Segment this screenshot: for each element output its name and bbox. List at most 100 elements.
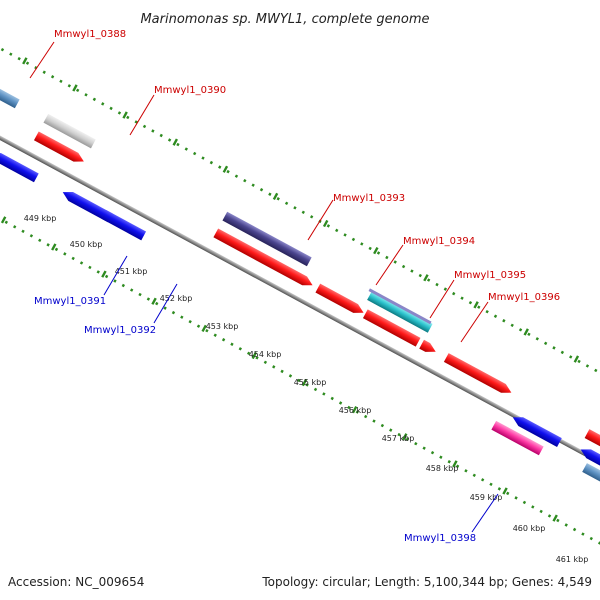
tick-dot xyxy=(313,387,318,392)
tick-dot xyxy=(234,174,239,178)
tick-dot xyxy=(167,138,172,142)
tick-dot xyxy=(138,292,142,297)
tick-dot xyxy=(109,106,113,111)
tick-dot xyxy=(326,224,331,228)
gene-feature[interactable] xyxy=(491,420,544,456)
tick-dot xyxy=(418,273,422,278)
gene-feature[interactable] xyxy=(362,309,421,347)
leader-line xyxy=(153,283,178,324)
gene-feature[interactable] xyxy=(584,429,600,459)
tick-dot xyxy=(518,328,523,332)
kbp-label: 454 kbp xyxy=(249,350,282,359)
tick-dot xyxy=(67,84,71,88)
tick-dot xyxy=(251,183,255,187)
gene-feature[interactable] xyxy=(0,149,39,183)
tick-dot xyxy=(322,392,326,396)
tick-dot xyxy=(29,234,34,238)
gene-feature[interactable] xyxy=(578,445,600,484)
gene-features xyxy=(0,75,600,496)
tick-dot xyxy=(184,147,188,151)
gene-feature-mmwyl1-0394[interactable] xyxy=(213,228,315,289)
major-tick xyxy=(51,243,57,251)
gene-label-mmwyl1-0398[interactable]: Mmwyl1_0398 xyxy=(404,533,476,544)
genome-track xyxy=(0,47,600,545)
gene-feature-mmwyl1-0392[interactable] xyxy=(94,206,147,241)
kbp-label: 456 kbp xyxy=(339,406,372,415)
tick-dot xyxy=(104,274,109,279)
tick-dot xyxy=(547,514,552,518)
tick-dot xyxy=(535,337,539,341)
gene-labels: Mmwyl1_0388 Mmwyl1_0390 Mmwyl1_0393 Mmwy… xyxy=(29,29,560,544)
gene-feature-mmwyl1-0395[interactable] xyxy=(367,291,433,333)
tick-dot xyxy=(192,151,197,156)
tick-dot xyxy=(372,419,376,423)
tick-dot xyxy=(209,160,214,165)
gene-label-mmwyl1-0392[interactable]: Mmwyl1_0392 xyxy=(84,325,156,336)
gene-feature[interactable] xyxy=(33,131,86,165)
gene-feature[interactable] xyxy=(0,75,20,109)
gene-feature-mmwyl1-0396[interactable] xyxy=(368,288,432,325)
tick-dot xyxy=(188,319,192,324)
tick-dot xyxy=(447,460,451,464)
gene-feature[interactable] xyxy=(419,339,438,356)
tick-dot xyxy=(25,61,30,65)
tick-dot xyxy=(430,450,435,455)
gene-feature[interactable] xyxy=(582,463,600,496)
tick-dot xyxy=(0,47,5,52)
kbp-label: 449 kbp xyxy=(24,214,57,223)
gene-feature-mmwyl1-0390[interactable] xyxy=(43,113,96,149)
genome-summary-text: Topology: circular; Length: 5,100,344 bp… xyxy=(261,575,592,589)
tick-dot xyxy=(272,365,276,369)
gene-feature-mmwyl1-0393[interactable] xyxy=(222,211,312,267)
tick-dot xyxy=(343,233,347,237)
tick-dot xyxy=(564,523,568,527)
tick-dot xyxy=(527,332,531,337)
tick-dot xyxy=(472,473,476,478)
tick-dot xyxy=(443,287,448,291)
major-tick xyxy=(172,138,178,146)
tick-dot xyxy=(246,351,251,356)
tick-dot xyxy=(176,142,180,147)
gene-label-mmwyl1-0396[interactable]: Mmwyl1_0396 xyxy=(488,292,560,303)
tick-dot xyxy=(572,527,577,532)
tick-dot xyxy=(552,346,556,350)
tick-dot xyxy=(159,133,163,138)
gene-label-mmwyl1-0388[interactable]: Mmwyl1_0388 xyxy=(54,29,126,40)
major-tick xyxy=(402,433,408,441)
tick-dot xyxy=(435,282,439,287)
gene-feature[interactable] xyxy=(315,283,365,318)
tick-dot xyxy=(293,206,297,210)
tick-dot xyxy=(452,291,456,296)
major-tick xyxy=(101,270,107,278)
tick-dot xyxy=(347,405,351,410)
tick-dot xyxy=(401,264,406,269)
tick-dot xyxy=(389,428,393,432)
gene-label-mmwyl1-0391[interactable]: Mmwyl1_0391 xyxy=(34,296,106,307)
tick-dot xyxy=(297,378,301,383)
gene-label-mmwyl1-0395[interactable]: Mmwyl1_0395 xyxy=(454,270,526,281)
gene-label-mmwyl1-0390[interactable]: Mmwyl1_0390 xyxy=(154,85,226,96)
major-tick xyxy=(452,460,458,468)
tick-dot xyxy=(522,500,527,505)
gene-feature[interactable] xyxy=(443,353,514,397)
kbp-label: 452 kbp xyxy=(160,294,193,303)
tick-dot xyxy=(309,215,314,219)
major-tick xyxy=(301,378,308,387)
tick-dot xyxy=(142,124,147,129)
tick-dot xyxy=(243,178,247,183)
tick-dot xyxy=(531,505,535,509)
kbp-label: 455 kbp xyxy=(294,378,327,387)
gene-label-mmwyl1-0393[interactable]: Mmwyl1_0393 xyxy=(333,193,405,204)
gene-feature-mmwyl1-0398[interactable] xyxy=(510,413,562,447)
major-tick xyxy=(523,328,529,336)
leader-line xyxy=(29,41,55,79)
genome-backbone xyxy=(0,98,600,502)
leader-line xyxy=(129,94,155,136)
gene-label-mmwyl1-0394[interactable]: Mmwyl1_0394 xyxy=(403,236,475,247)
tick-dot xyxy=(543,341,548,346)
tick-dot xyxy=(130,288,134,292)
tick-dot xyxy=(455,464,460,468)
tick-dot xyxy=(439,455,443,459)
tick-dot xyxy=(360,242,364,246)
